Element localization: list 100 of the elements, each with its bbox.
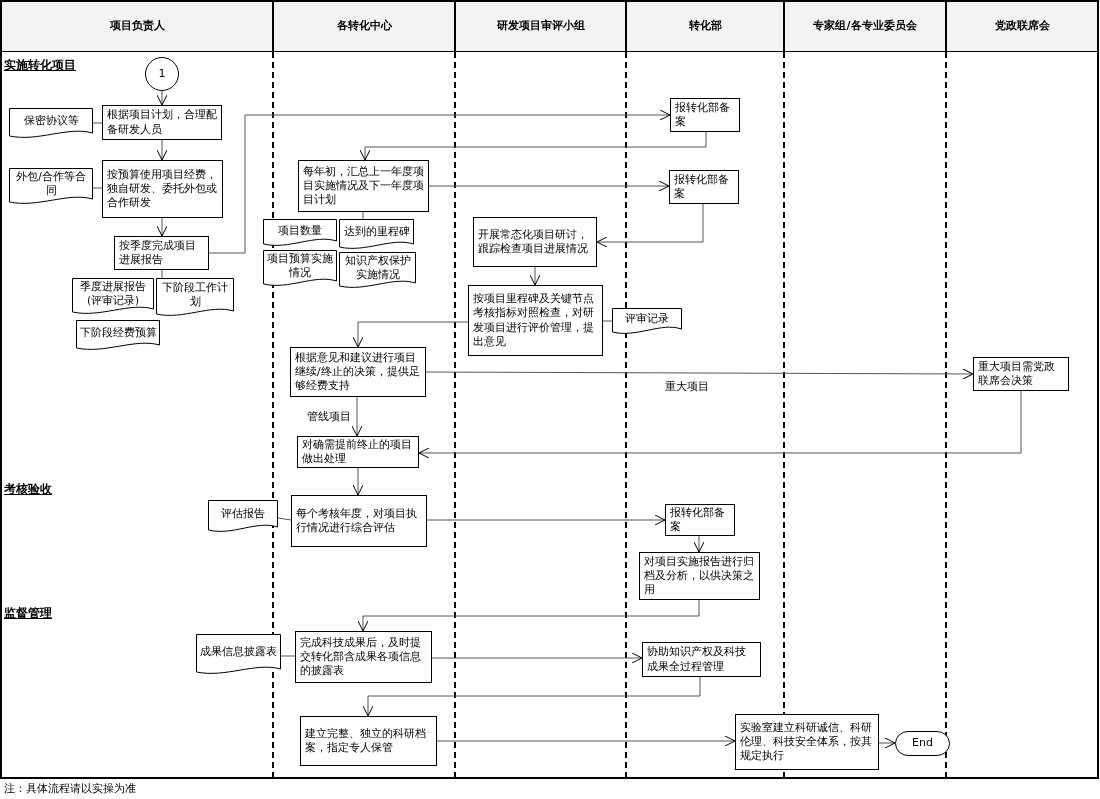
- arrow: [352, 321, 469, 348]
- arrow: [362, 676, 701, 717]
- edge-label: 管线项目: [306, 410, 352, 424]
- lane-title: 研发项目审评小组: [496, 19, 585, 34]
- process-box: [102, 160, 223, 218]
- lane-header: [1, 1, 273, 52]
- arrow: [436, 735, 736, 747]
- document-shape: [9, 108, 93, 140]
- process-box: [300, 716, 437, 766]
- section-heading: 实施转化项目: [4, 57, 76, 74]
- process-text: 开展常态化项目研讨，跟踪检查项目进展情况: [478, 227, 589, 257]
- document-shape: [263, 250, 337, 288]
- arrow: [878, 737, 896, 749]
- section-heading: 考核验收: [4, 481, 52, 498]
- process-text: 按季度完成项目进展报告: [119, 238, 197, 268]
- process-text: 按项目里程碑及关键节点考核指标对照检查，对研发项目进行评价管理，提出意见: [473, 291, 595, 350]
- connector-line: [92, 187, 103, 189]
- document-text: 项目数量: [278, 223, 322, 238]
- edge-label: 重大项目: [664, 380, 710, 394]
- document-shape: [156, 278, 234, 318]
- document-text: 评估报告: [221, 507, 265, 521]
- process-text: 根据意见和建议进行项目继续/终止的决策，提供足够经费支持: [295, 350, 421, 394]
- arrow: [431, 652, 643, 664]
- arrow: [529, 266, 541, 286]
- process-box: [665, 504, 735, 536]
- connector-line: [602, 320, 613, 322]
- process-text: 协助知识产权及科技成果全过程管理: [647, 645, 747, 674]
- connector-line: [280, 655, 296, 657]
- arrow: [352, 467, 364, 496]
- lane-header: [946, 1, 1098, 52]
- connector-line: [362, 211, 364, 220]
- circle-number: 1: [158, 66, 166, 82]
- document-text: 评审记录: [625, 312, 669, 326]
- lane-title: 党政联席会: [994, 19, 1050, 34]
- document-text: 季度进展报告(评审记录): [79, 280, 147, 308]
- arrow: [428, 180, 670, 192]
- arrow: [426, 514, 666, 526]
- process-text: 报转化部备案: [670, 505, 726, 535]
- process-box: [295, 631, 432, 683]
- process-box: [468, 285, 603, 356]
- lane-title: 各转化中心: [336, 19, 392, 34]
- lane-title: 专家组/各专业委员会: [813, 19, 917, 34]
- terminator-text: End: [912, 736, 933, 751]
- lane-header: [273, 1, 455, 52]
- lane-header: [626, 1, 784, 52]
- document-shape: [196, 634, 281, 676]
- process-text: 对确需提前终止的项目做出处理: [302, 437, 413, 467]
- process-box: [669, 170, 739, 204]
- arrow: [418, 390, 1022, 459]
- arrow: [596, 203, 704, 248]
- document-shape: [76, 320, 160, 352]
- document-shape: [208, 500, 278, 534]
- arrow: [357, 599, 700, 632]
- document-text: 下阶段经费预算: [79, 326, 157, 340]
- arrow: [208, 109, 671, 254]
- connector-line: [92, 122, 103, 124]
- document-shape: [9, 168, 93, 206]
- process-text: 每年初，汇总上一年度项目实施情况及下一年度项目计划: [303, 164, 424, 208]
- process-text: 对项目实施报告进行归档及分析，以供决策之用: [644, 554, 755, 598]
- document-text: 成果信息披露表: [200, 645, 277, 659]
- document-text: 外包/合作等合同: [15, 170, 87, 198]
- process-text: 每个考核年度，对项目执行情况进行综合评估: [296, 506, 418, 536]
- process-text: 报转化部备案: [675, 100, 731, 130]
- process-box: [973, 357, 1069, 391]
- lane-title: 转化部: [688, 19, 722, 34]
- document-shape: [339, 252, 416, 290]
- arrow: [425, 368, 974, 380]
- arrow: [156, 139, 168, 161]
- process-box: [735, 714, 879, 770]
- footnote: 注：具体流程请以实操为准: [4, 781, 136, 796]
- connector-line: [161, 269, 163, 279]
- document-text: 达到的里程碑: [343, 225, 410, 239]
- process-box: [670, 98, 740, 132]
- process-text: 实验室建立科研诚信、科研伦理、科技安全体系，按其规定执行: [740, 720, 873, 764]
- document-text: 项目预算实施情况: [266, 252, 334, 280]
- document-shape: [263, 219, 337, 248]
- process-box: [642, 642, 761, 677]
- document-text: 下阶段工作计划: [161, 281, 229, 309]
- process-text: 按预算使用项目经费，独自研发、委托外包或合作研发: [107, 167, 218, 211]
- connector-circle: [145, 57, 179, 91]
- lane-title: 项目负责人: [109, 19, 165, 34]
- arrow: [693, 535, 705, 553]
- connector-line: [277, 517, 292, 521]
- arrow: [156, 90, 168, 106]
- process-text: 重大项目需党政联席会决策: [978, 359, 1056, 389]
- process-text: 建立完整、独立的科研档案，指定专人保管: [305, 726, 427, 756]
- process-text: 根据项目计划，合理配备研发人员: [107, 108, 217, 137]
- lane-header: [455, 1, 626, 52]
- process-text: 报转化部备案: [674, 172, 730, 202]
- document-shape: [612, 308, 682, 336]
- process-box: [291, 495, 427, 547]
- terminator-shape: [895, 731, 950, 756]
- arrow: [156, 217, 168, 237]
- lane-header: [784, 1, 946, 52]
- process-box: [114, 236, 209, 270]
- document-text: 保密协议等: [23, 114, 79, 128]
- document-text: 知识产权保护实施情况: [343, 254, 412, 282]
- arrow: [351, 396, 363, 437]
- process-box: [473, 217, 597, 267]
- process-text: 完成科技成果后，及时提交转化部含成果各项信息的披露表: [300, 635, 422, 679]
